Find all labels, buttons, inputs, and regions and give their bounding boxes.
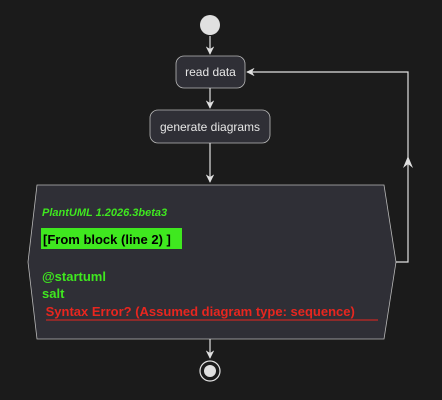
code-line-salt: salt (42, 286, 65, 301)
node-read-data-label: read data (185, 65, 236, 79)
block-label-highlight (41, 228, 182, 249)
plantuml-version: PlantUML 1.2026.3beta3 (42, 207, 167, 219)
error-block: PlantUML 1.2026.3beta3 [From block (line… (27, 184, 397, 340)
node-generate-diagrams: generate diagrams (149, 109, 271, 144)
node-generate-diagrams-label: generate diagrams (160, 120, 260, 134)
syntax-error-message: Syntax Error? (Assumed diagram type: seq… (42, 304, 355, 319)
code-line-startuml: @startuml (42, 269, 106, 284)
block-label: [From block (line 2) ] (43, 232, 171, 247)
loop-up-chevron (403, 156, 413, 168)
node-read-data: read data (175, 55, 246, 89)
start-node (200, 15, 220, 35)
stop-node (199, 360, 221, 382)
loop-back-line (246, 67, 409, 263)
